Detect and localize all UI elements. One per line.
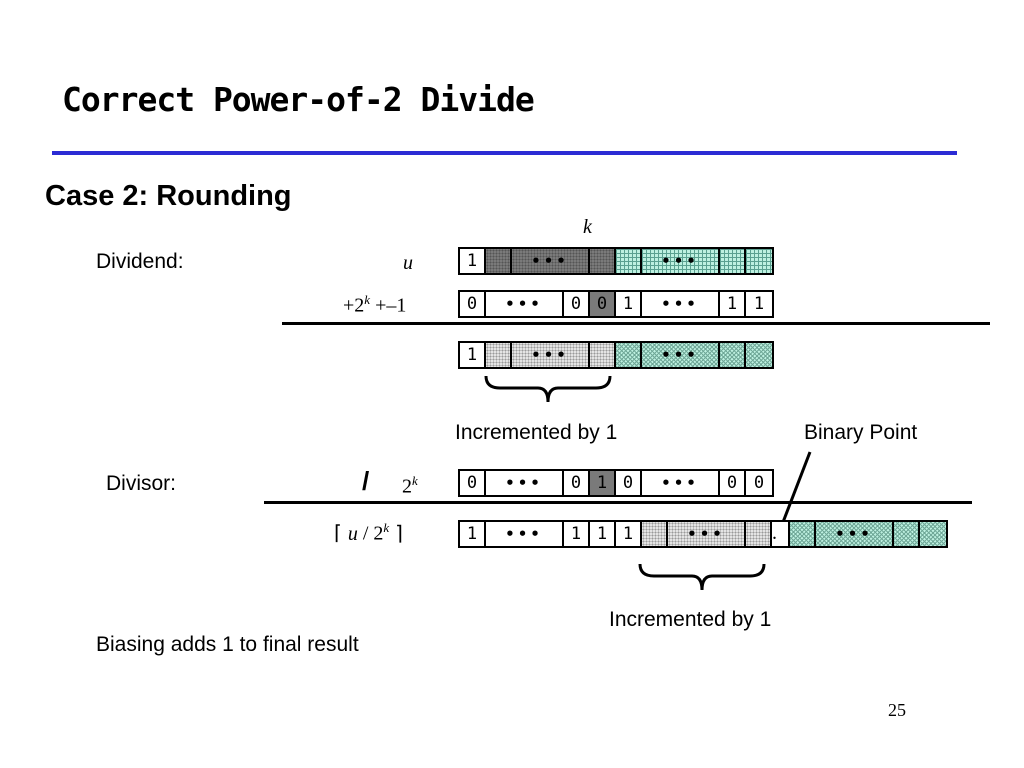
title-underline bbox=[52, 151, 957, 155]
note-text: Biasing adds 1 to final result bbox=[96, 633, 359, 656]
bias-exponent: k bbox=[364, 292, 371, 307]
bit bbox=[616, 249, 642, 273]
bit-ellipsis: ••• bbox=[816, 522, 894, 546]
bit bbox=[720, 249, 746, 273]
two-base: 2 bbox=[402, 475, 412, 498]
result-bits: 1 ••• 1 1 1 ••• . ••• bbox=[458, 520, 948, 548]
bit: 1 bbox=[460, 343, 486, 367]
bit-ellipsis: ••• bbox=[642, 292, 720, 316]
bit bbox=[642, 522, 668, 546]
bit-ellipsis: ••• bbox=[512, 249, 590, 273]
bit: 1 bbox=[753, 294, 765, 314]
ceil-u: u bbox=[347, 522, 358, 545]
bit bbox=[746, 343, 772, 367]
bit bbox=[486, 249, 512, 273]
bit-ellipsis: ••• bbox=[642, 249, 720, 273]
bit bbox=[486, 343, 512, 367]
result-rule bbox=[264, 501, 972, 504]
bit bbox=[720, 343, 746, 367]
bit bbox=[746, 522, 772, 546]
bit-ellipsis: ••• bbox=[486, 292, 564, 316]
bit: 0 bbox=[460, 292, 486, 316]
dividend-label: Dividend: bbox=[96, 250, 184, 273]
bit bbox=[616, 343, 642, 367]
bit-ellipsis: ••• bbox=[642, 343, 720, 367]
bit bbox=[746, 249, 772, 273]
bit bbox=[590, 249, 616, 273]
bit: 1 bbox=[460, 249, 486, 273]
k-label: k bbox=[583, 216, 592, 238]
bit: 0 bbox=[753, 473, 765, 493]
bit: 1 bbox=[460, 522, 486, 546]
divisor-label: Divisor: bbox=[106, 472, 177, 495]
bit: 1 bbox=[720, 292, 746, 316]
incremented-label-upper: Incremented by 1 bbox=[455, 421, 618, 444]
sum-rule bbox=[282, 322, 990, 325]
slide-title: Correct Power-of-2 Divide bbox=[62, 80, 535, 119]
sum-bits: 1 ••• ••• bbox=[458, 341, 774, 369]
bit: 0 bbox=[590, 292, 616, 316]
binary-point: . bbox=[772, 522, 790, 546]
bit-ellipsis: ••• bbox=[486, 471, 564, 495]
bit: 0 bbox=[460, 471, 486, 495]
bit bbox=[590, 343, 616, 367]
bit-ellipsis: ••• bbox=[668, 522, 746, 546]
bias-suffix: +–1 bbox=[370, 294, 407, 317]
bit bbox=[894, 522, 920, 546]
ceil-open: ⌈ bbox=[334, 522, 342, 545]
bit: 1 bbox=[616, 522, 642, 546]
bit: 1 bbox=[564, 522, 590, 546]
bit: 0 bbox=[564, 292, 590, 316]
u-label: u bbox=[403, 252, 413, 274]
bit: 0 bbox=[564, 471, 590, 495]
two-exponent: k bbox=[412, 473, 418, 488]
bit-ellipsis: ••• bbox=[512, 343, 590, 367]
bit: 1 bbox=[590, 522, 616, 546]
bit: 0 bbox=[720, 471, 746, 495]
divisor-bits: 0 ••• 0 1 0 ••• 0 0 bbox=[458, 469, 774, 497]
ceil-divide: / 2 bbox=[357, 522, 384, 545]
bit: 0 bbox=[616, 471, 642, 495]
bit-ellipsis: ••• bbox=[486, 522, 564, 546]
bit: 1 bbox=[616, 292, 642, 316]
brace-lower bbox=[638, 563, 766, 591]
bit bbox=[920, 522, 946, 546]
ceil-exponent: k bbox=[383, 520, 390, 535]
bias-prefix: +2 bbox=[343, 294, 365, 317]
ceil-expression: ⌈u / 2k ⌉ bbox=[334, 520, 403, 546]
bias-bits: 0 ••• 0 0 1 ••• 1 1 bbox=[458, 290, 774, 318]
bias-label: +2k +–1 bbox=[343, 292, 406, 318]
two-k-label: 2k bbox=[402, 473, 418, 499]
page-number: 25 bbox=[888, 700, 906, 720]
case-heading: Case 2: Rounding bbox=[45, 180, 292, 212]
brace-upper bbox=[484, 375, 612, 403]
bit: 1 bbox=[590, 471, 616, 495]
dividend-bits: 1 ••• ••• bbox=[458, 247, 774, 275]
bit bbox=[790, 522, 816, 546]
incremented-label-lower: Incremented by 1 bbox=[609, 608, 772, 631]
bit-ellipsis: ••• bbox=[642, 471, 720, 495]
ceil-close: ⌉ bbox=[395, 522, 403, 545]
divide-symbol: / bbox=[362, 466, 370, 496]
binary-point-label: Binary Point bbox=[804, 421, 918, 444]
